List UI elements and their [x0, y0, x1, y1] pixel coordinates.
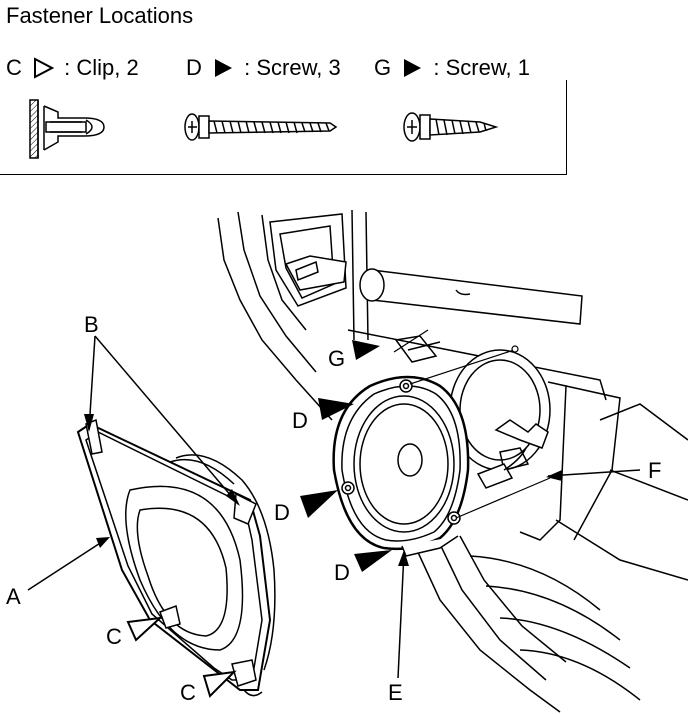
legend-key-d: D	[186, 55, 202, 81]
callout-b: B	[84, 312, 99, 337]
legend-desc-d: : Screw, 3	[244, 55, 341, 81]
screw-d-marker-icon	[354, 550, 392, 572]
legend-screw-d: D : Screw, 3	[186, 54, 341, 81]
callout-c2: C	[180, 680, 196, 705]
callout-c1: C	[106, 624, 122, 649]
callout-e: E	[388, 680, 403, 705]
diagram-title: Fastener Locations	[6, 3, 194, 28]
legend-desc-c: : Clip, 2	[64, 55, 139, 81]
callout-a: A	[6, 584, 21, 609]
clip-marker-icon	[202, 670, 237, 698]
legend-clip: C : Clip, 2	[6, 54, 139, 81]
callout-f: F	[648, 458, 662, 483]
open-triangle-icon	[34, 57, 55, 79]
clip-illustration-icon	[29, 99, 105, 159]
clip-marker-icon	[126, 616, 163, 642]
screw-d-illustration-icon	[184, 113, 338, 141]
callout-g: G	[328, 346, 346, 371]
screw-d-marker-icon	[318, 398, 354, 420]
legend-desc-g: : Screw, 1	[433, 55, 530, 81]
screw-g-illustration-icon	[403, 112, 499, 142]
legend-key-g: G	[374, 55, 392, 81]
legend-screw-g: G : Screw, 1	[374, 54, 530, 81]
fastener-markers	[126, 340, 392, 698]
speaker-unit	[332, 375, 470, 557]
screw-lines	[393, 329, 551, 519]
legend-frame	[0, 80, 567, 175]
screw-g-marker-icon	[352, 340, 380, 360]
callout-d1: D	[292, 408, 308, 433]
screw-d-marker-icon	[300, 490, 338, 518]
callout-d2: D	[274, 500, 290, 525]
filled-triangle-icon	[404, 59, 422, 78]
filled-triangle-icon	[215, 59, 233, 78]
callout-d3: D	[334, 560, 350, 585]
speaker-grille	[76, 418, 276, 697]
leader-lines	[27, 335, 641, 679]
door-panel-outline	[217, 209, 688, 713]
leader-arrowheads	[84, 414, 562, 566]
legend-key-c: C	[6, 55, 22, 81]
